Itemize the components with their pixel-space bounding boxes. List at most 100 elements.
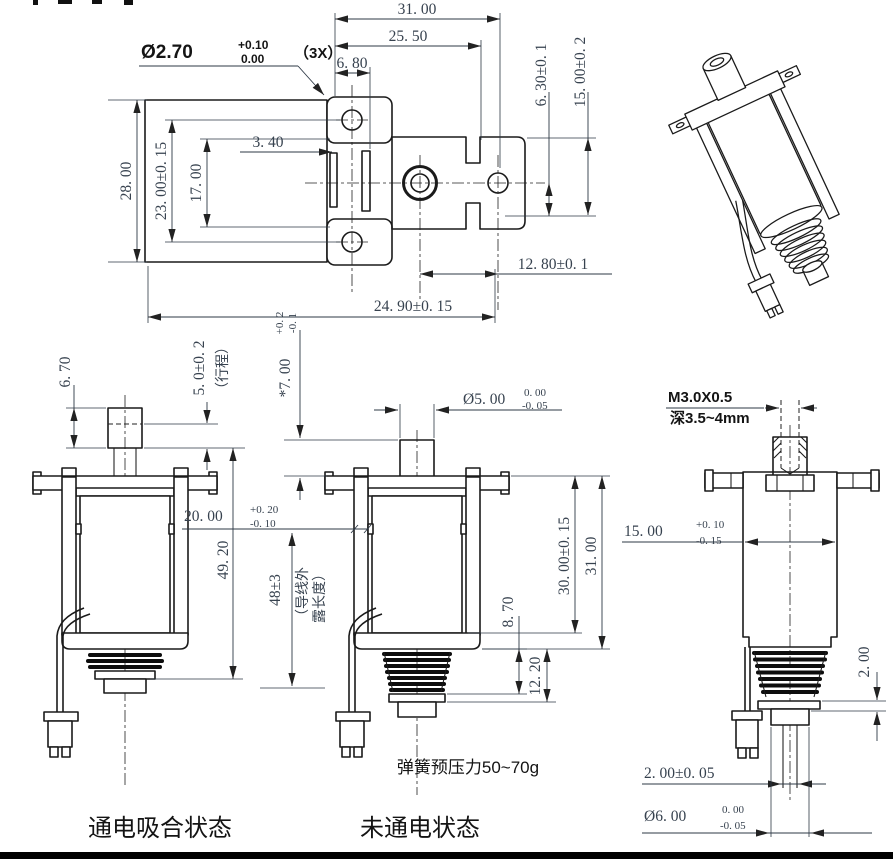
dim-23-00: 23. 00±0. 15 xyxy=(153,142,170,221)
note-hole-tol-up: +0.10 xyxy=(238,38,269,52)
dim-6-70: 6. 70 xyxy=(57,356,74,387)
dim-30-00: 30. 00±0. 15 xyxy=(556,517,573,596)
note-hole-qty: （3X） xyxy=(294,44,342,62)
note-thread: M3.0X0.5 xyxy=(668,389,732,406)
thread-hole-bottom xyxy=(780,467,800,475)
dim-15-00-tol-up: +0. 10 xyxy=(696,519,725,531)
spring-seat xyxy=(94,670,156,680)
dim-8-70: 8. 70 xyxy=(500,596,517,627)
isometric-view xyxy=(668,52,840,319)
dim-5-00-tol-up: 0. 00 xyxy=(524,387,547,399)
dim-3-40: 3. 40 xyxy=(253,134,284,151)
dim-7-00-tol-low: -0. 1 xyxy=(287,313,299,333)
nut xyxy=(765,474,815,492)
bottom-border xyxy=(0,852,893,859)
dim-6-00-tol-up: 0. 00 xyxy=(722,804,745,816)
coil-body xyxy=(371,495,463,634)
plunger-top xyxy=(107,407,143,449)
iso-spring-coil xyxy=(779,232,825,258)
flange-bump xyxy=(465,467,481,477)
connector-body xyxy=(47,720,73,748)
connector-body xyxy=(735,719,759,749)
iso-bushing-top xyxy=(702,52,732,72)
lead-wire xyxy=(62,613,91,712)
lead-wire xyxy=(348,607,377,712)
connector-foot xyxy=(353,746,363,758)
connector-body xyxy=(339,720,365,748)
side-view: M3.0X0.5 深3.5~4mm 15. 00 +0. 10 -0. 15 2… xyxy=(622,389,886,837)
dim-25-50: 25. 50 xyxy=(389,28,428,45)
spring-seat xyxy=(757,700,821,710)
flange-cap-right xyxy=(870,469,880,492)
dim-5-00-dia: Ø5. 00 xyxy=(463,391,505,408)
frame-bar-left xyxy=(353,476,369,636)
connector-foot xyxy=(341,746,351,758)
frame-bottom xyxy=(353,632,481,650)
note-thread-depth: 深3.5~4mm xyxy=(670,409,750,427)
dim-49-20: 49. 20 xyxy=(215,540,232,579)
note-hole-dia: Ø2.70 xyxy=(141,42,193,63)
dim-5-00-tol-low: -0. 05 xyxy=(522,400,548,412)
dim-31-00-side: 31. 00 xyxy=(583,536,600,575)
frame-bar-right xyxy=(173,476,189,636)
dim-6-00-dia: Ø6. 00 xyxy=(644,808,686,825)
cut-mark xyxy=(92,0,102,4)
dim-17-00: 17. 00 xyxy=(188,163,205,202)
dim-15-00-width: 15. 00 xyxy=(624,523,663,540)
iso-tab-hole-right xyxy=(784,71,794,78)
dim-15-00-top: 15. 00±0. 2 xyxy=(572,37,589,108)
spring-seat xyxy=(388,693,446,703)
dim-15-00-tol-low: -0. 15 xyxy=(696,535,722,547)
frame-nub xyxy=(75,523,82,535)
iso-wire xyxy=(741,200,763,280)
lead-wire xyxy=(56,607,85,712)
connector-foot xyxy=(737,747,747,759)
iso-spring-coil xyxy=(784,239,827,264)
frame-bottom xyxy=(61,632,189,650)
dim-31-00: 31. 00 xyxy=(398,1,437,18)
top-view: 31. 00 25. 50 6. 80 Ø2.70 +0.10 0.00 （3X… xyxy=(108,1,612,323)
plunger-cap xyxy=(770,708,810,726)
frame-nub xyxy=(168,523,175,535)
flange-bump xyxy=(61,467,77,477)
solenoid-body xyxy=(742,471,838,648)
plunger-cap xyxy=(397,701,437,718)
dim-6-30: 6. 30±0. 1 xyxy=(533,44,550,107)
dim-28-00: 28. 00 xyxy=(118,161,135,200)
dim-24-90: 24. 90±0. 15 xyxy=(374,298,453,315)
iso-tab-hole-left xyxy=(675,121,685,129)
iso-coil-bottom xyxy=(760,204,823,239)
flange-cap-left xyxy=(704,469,714,492)
iso-connector-foot xyxy=(766,307,776,319)
dim-20-00-tol-low: -0. 10 xyxy=(250,518,276,530)
label-deenergized: 未通电状态 xyxy=(360,815,480,842)
dim-6-80: 6. 80 xyxy=(337,55,368,72)
dim-7-00: *7. 00 xyxy=(277,358,294,397)
flange-bump xyxy=(353,467,369,477)
plunger-cap xyxy=(103,678,147,694)
connector xyxy=(43,711,79,722)
lead-wire xyxy=(354,613,383,712)
deenergized-view: *7. 00 +0. 2 -0. 1 Ø5. 00 0. 00 -0. 05 2… xyxy=(182,312,610,842)
cut-mark xyxy=(124,0,133,5)
connector-foot xyxy=(749,747,759,759)
connector-foot xyxy=(61,746,71,758)
edge-slot xyxy=(329,152,338,208)
cut-mark xyxy=(58,0,72,4)
dim-stroke: 5. 0±0. 2 xyxy=(191,340,208,395)
iso-connector-body xyxy=(755,283,781,313)
iso-spring-coil xyxy=(770,218,822,246)
dim-20-00-tol-up: +0. 20 xyxy=(250,504,279,516)
frame-bar-left xyxy=(61,476,77,636)
frame-nub xyxy=(460,523,467,535)
iso-connector-foot xyxy=(774,303,784,315)
iso-wire xyxy=(735,200,757,283)
coil-top-plate xyxy=(75,487,175,497)
dim-7-00-tol-up: +0. 2 xyxy=(274,312,286,335)
dim-2-00-pin: 2. 00±0. 05 xyxy=(644,765,715,782)
note-wire-1: （导线外 xyxy=(294,567,310,623)
connector xyxy=(335,711,371,722)
energized-view: 6. 70 5. 0±0. 2 （行程） 49. 20 通电吸合状态 xyxy=(32,340,245,842)
